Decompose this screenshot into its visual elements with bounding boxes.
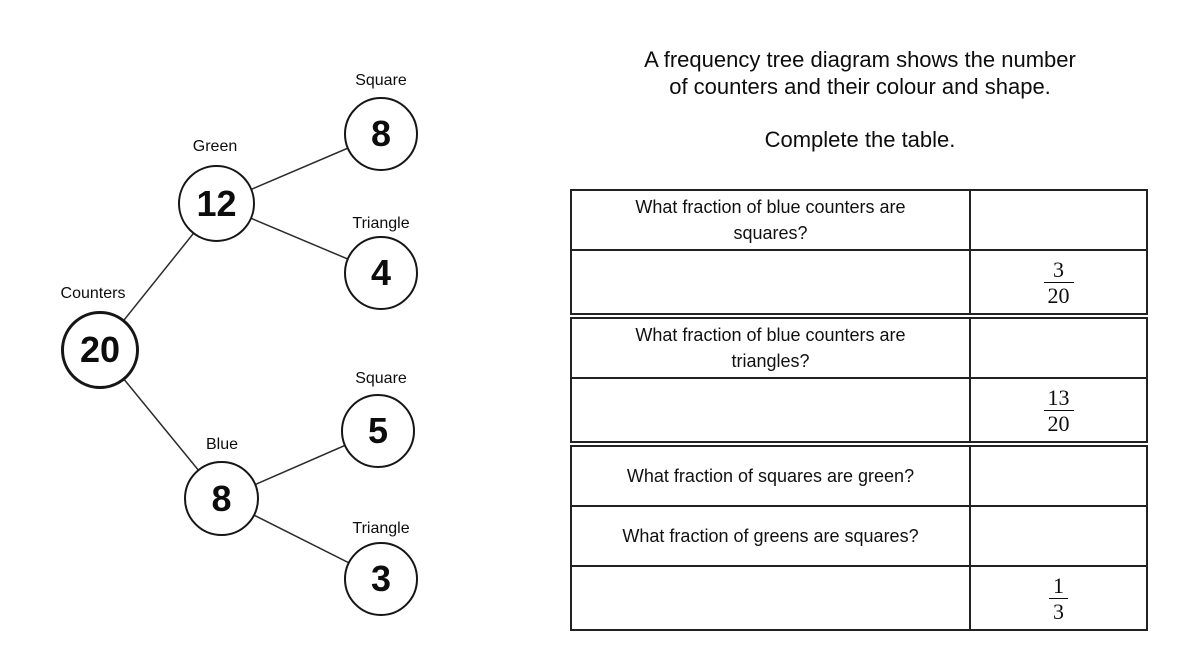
fraction-denominator: 20 bbox=[1043, 281, 1074, 307]
answer-cell-empty bbox=[971, 447, 1146, 505]
fraction: 3 20 bbox=[1043, 256, 1074, 307]
table-row: 3 20 bbox=[572, 249, 1146, 313]
page-title: A frequency tree diagram shows the numbe… bbox=[570, 46, 1150, 100]
node-value: 5 bbox=[367, 410, 389, 451]
question-line: What fraction of squares are green? bbox=[626, 466, 915, 486]
question-line: triangles? bbox=[731, 351, 810, 371]
fraction-denominator: 20 bbox=[1043, 409, 1074, 435]
label-blue: Blue bbox=[205, 436, 239, 453]
question-cell-empty bbox=[572, 567, 971, 629]
node-blue-triangle: 3 bbox=[344, 542, 418, 616]
table-row: What fraction of squares are green? bbox=[572, 447, 1146, 505]
node-green-triangle: 4 bbox=[344, 236, 418, 310]
answer-cell: 13 20 bbox=[971, 379, 1146, 441]
table-block: What fraction of squares are green? What… bbox=[570, 445, 1148, 631]
question-cell: What fraction of squares are green? bbox=[572, 447, 971, 505]
question-cell-empty bbox=[572, 379, 971, 441]
node-value: 4 bbox=[370, 252, 392, 293]
question-line: What fraction of blue counters are bbox=[635, 325, 906, 345]
answer-cell-empty bbox=[971, 191, 1146, 249]
table-row: What fraction of blue counters are squar… bbox=[572, 191, 1146, 249]
question-line: What fraction of blue counters are bbox=[635, 197, 906, 217]
fraction-numerator: 3 bbox=[1053, 256, 1064, 282]
label-blue-triangle: Triangle bbox=[352, 520, 410, 537]
title-line: A frequency tree diagram shows the numbe… bbox=[644, 47, 1076, 72]
question-line: What fraction of greens are squares? bbox=[622, 526, 919, 546]
node-green-square: 8 bbox=[344, 97, 418, 171]
table-row: 1 3 bbox=[572, 565, 1146, 629]
question-cell: What fraction of blue counters are squar… bbox=[572, 191, 971, 249]
node-value: 8 bbox=[211, 477, 232, 519]
node-value: 20 bbox=[79, 329, 121, 370]
node-blue: 8 bbox=[184, 461, 259, 536]
fraction-numerator: 13 bbox=[1047, 384, 1070, 410]
fraction: 1 3 bbox=[1049, 574, 1068, 623]
fraction: 13 20 bbox=[1043, 384, 1074, 435]
node-blue-square: 5 bbox=[341, 394, 415, 468]
label-counters: Counters bbox=[60, 285, 126, 302]
node-green: 12 bbox=[178, 165, 255, 242]
fraction-denominator: 3 bbox=[1049, 597, 1068, 623]
label-blue-square: Square bbox=[355, 370, 407, 387]
label-green-square: Square bbox=[355, 72, 407, 89]
node-value: 3 bbox=[370, 558, 392, 599]
answer-cell-empty bbox=[971, 507, 1146, 565]
fraction-question-table: What fraction of blue counters are squar… bbox=[570, 189, 1148, 631]
question-cell: What fraction of greens are squares? bbox=[572, 507, 971, 565]
label-green: Green bbox=[192, 138, 238, 155]
table-block: What fraction of blue counters are squar… bbox=[570, 189, 1148, 315]
label-green-triangle: Triangle bbox=[352, 215, 410, 232]
question-cell-empty bbox=[572, 251, 971, 313]
table-row: What fraction of greens are squares? bbox=[572, 505, 1146, 565]
answer-cell: 3 20 bbox=[971, 251, 1146, 313]
question-line: squares? bbox=[733, 223, 808, 243]
node-value: 12 bbox=[196, 182, 237, 224]
node-counters: 20 bbox=[61, 311, 139, 389]
table-row: 13 20 bbox=[572, 377, 1146, 441]
fraction-numerator: 1 bbox=[1053, 572, 1064, 598]
instruction-text: Complete the table. bbox=[764, 127, 956, 152]
table-row: What fraction of blue counters are trian… bbox=[572, 319, 1146, 377]
answer-cell-empty bbox=[971, 319, 1146, 377]
node-value: 8 bbox=[370, 113, 392, 154]
table-block: What fraction of blue counters are trian… bbox=[570, 317, 1148, 443]
question-cell: What fraction of blue counters are trian… bbox=[572, 319, 971, 377]
answer-cell: 1 3 bbox=[971, 567, 1146, 629]
title-line: of counters and their colour and shape. bbox=[669, 74, 1051, 99]
